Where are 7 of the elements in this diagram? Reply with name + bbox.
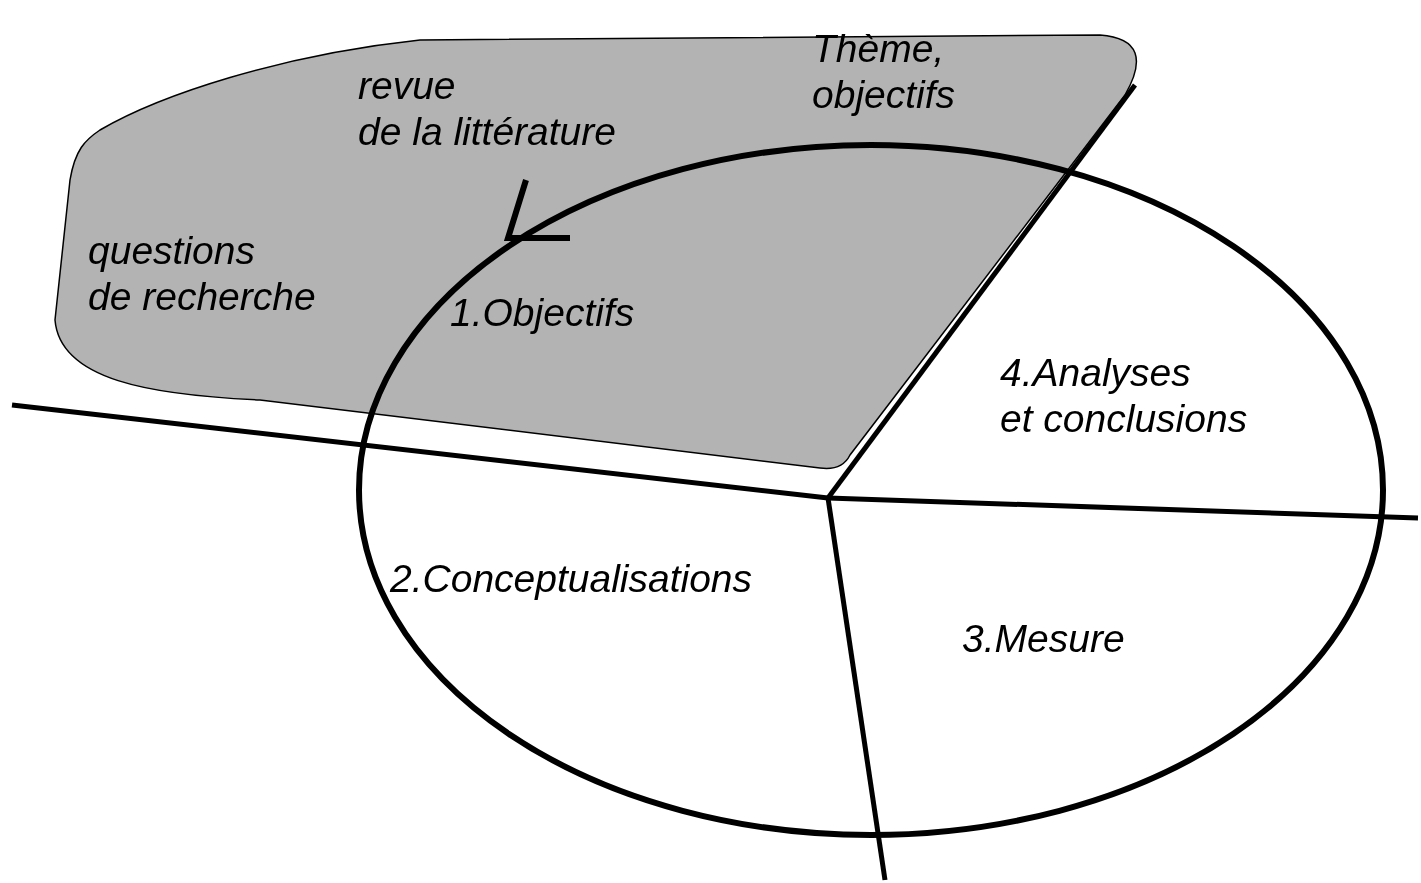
- sector-label: 4.Analyses et conclusions: [1000, 350, 1248, 442]
- area-label: revue de la littérature: [358, 63, 616, 155]
- area-label: Thème, objectifs: [812, 26, 956, 118]
- sector-label: 1.Objectifs: [450, 290, 635, 336]
- sector-label: 3.Mesure: [962, 616, 1125, 662]
- area-label: questions de recherche: [88, 228, 316, 320]
- sector-label: 2.Conceptualisations: [390, 556, 753, 602]
